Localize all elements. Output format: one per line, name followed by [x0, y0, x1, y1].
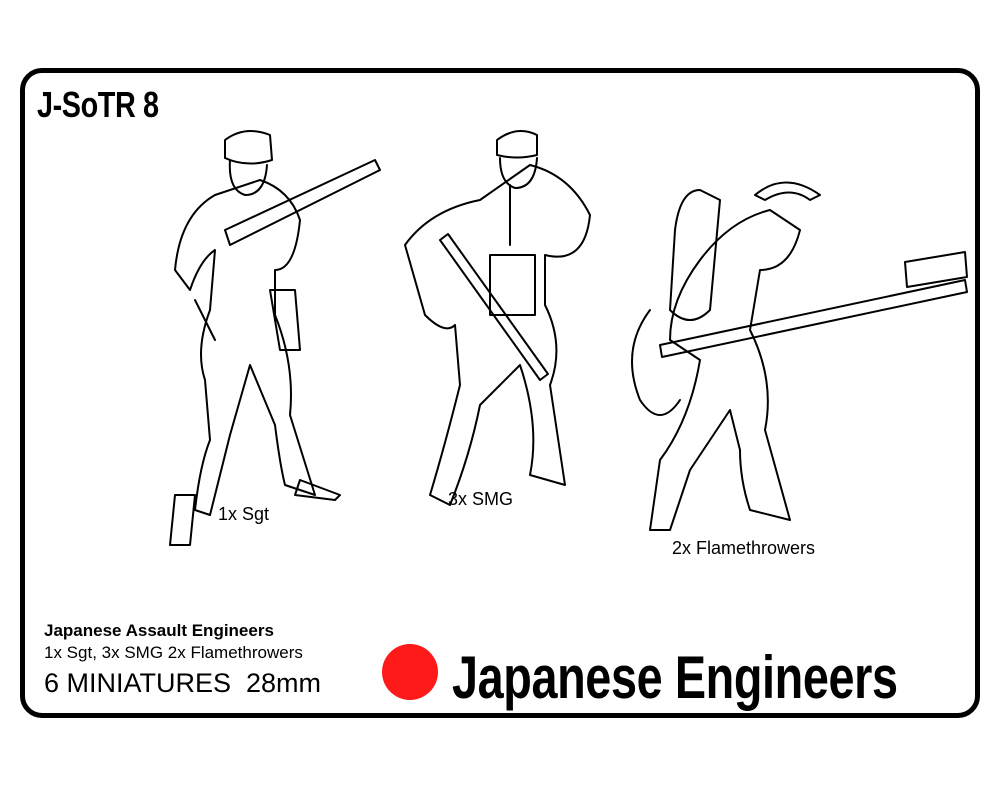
smg-figure — [404, 130, 591, 506]
miniature-count-scale: 6 MINIATURES 28mm — [44, 668, 322, 698]
product-title: Japanese Engineers — [452, 644, 898, 711]
product-code: J-SoTR 8 — [37, 84, 159, 125]
flamethrower-figure — [631, 181, 968, 531]
set-subtitle: Japanese Assault Engineers — [44, 621, 274, 640]
figure-label-sgt: 1x Sgt — [218, 504, 270, 524]
card-border — [20, 68, 980, 718]
figure-label-flamethrowers: 2x Flamethrowers — [672, 538, 816, 558]
figure-label-smg: 3x SMG — [448, 489, 514, 509]
red-sun-icon — [382, 644, 438, 700]
set-contents: 1x Sgt, 3x SMG 2x Flamethrowers — [44, 643, 303, 662]
sergeant-figure — [169, 130, 381, 546]
